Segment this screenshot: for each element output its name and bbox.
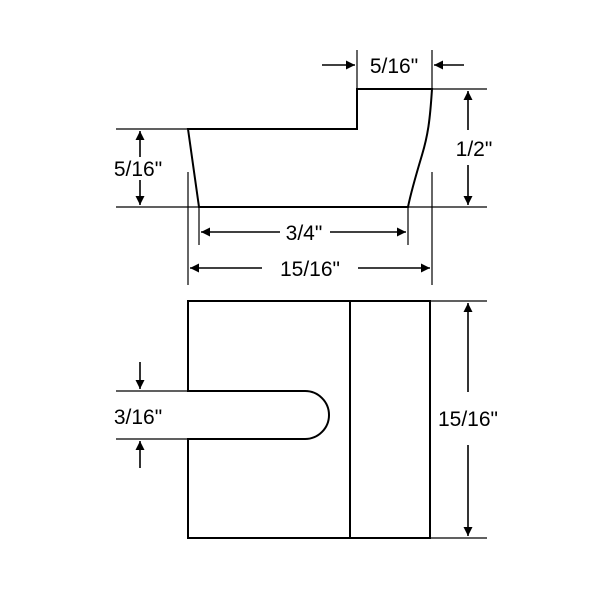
overall-height-label: 15/16" [438,408,498,431]
top-view-outline [187,300,431,539]
left-height-label: 5/16" [114,158,162,181]
top-step-width-label: 5/16" [370,55,418,78]
bottom-span-label: 3/4" [286,222,323,245]
overall-width-label: 15/16" [280,258,340,281]
right-height-label: 1/2" [456,138,493,161]
side-view: 5/16" 5/16" 1/2" 3/4" 15/16" [114,50,492,285]
slot-width-label: 3/16" [114,406,162,429]
side-view-profile [186,88,434,208]
top-view: 3/16" 15/16" [114,300,498,539]
